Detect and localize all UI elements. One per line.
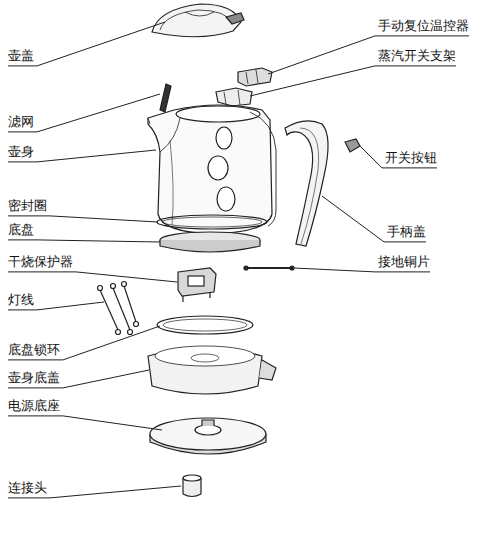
label-anchor: 密封圈 [8,198,47,215]
part-label: 干烧保护器 [8,254,73,271]
part-label: 底盘 [8,222,34,239]
label-anchor: 壶身底盖 [8,370,60,387]
part-label: 蒸汽开关支架 [378,48,456,65]
bottom-cover-part [148,346,276,394]
leader-line [322,196,426,242]
thermostat-part [238,68,272,86]
connector-part [183,475,201,497]
leader-line [8,370,149,388]
part-label: 接地铜片 [378,254,430,271]
part-label: 滤网 [8,114,34,131]
leader-line [250,66,456,96]
label-anchor: 壶盖 [8,48,34,65]
label-anchor: 灯线 [8,292,34,309]
label-anchor: 连接头 [8,480,47,497]
leader-line [8,94,160,132]
part-label: 底盘锁环 [8,342,60,359]
label-anchor: 底盘 [8,222,34,239]
lamp-wire-part [98,282,139,335]
leader-line [8,326,160,360]
leader-line [8,22,165,66]
base-plate-part [160,232,260,252]
switch-button-part [345,139,360,152]
leader-line [8,272,177,282]
label-anchor: 壶身 [8,144,34,161]
kettle-body-part [148,105,276,234]
label-anchor: 手动复位温控器 [378,18,469,35]
steam-bracket-part [216,88,252,106]
handle-cover-part [285,121,328,246]
lock-ring-part [157,316,253,334]
dry-burn-protector-part [178,268,216,302]
part-label: 壶身 [8,144,34,161]
part-label: 电源底座 [8,398,60,415]
part-label: 开关按钮 [385,150,437,167]
part-label: 灯线 [8,292,34,309]
part-label: 壶盖 [8,48,34,65]
label-anchor: 手柄盖 [387,224,426,241]
label-anchor: 干烧保护器 [8,254,73,271]
lid-part [152,4,244,37]
part-label: 壶身底盖 [8,370,60,387]
ground-strip-part [244,266,294,270]
leader-line [268,36,469,74]
leader-line [8,416,162,430]
filter-part [160,84,171,112]
leader-line [8,240,160,242]
part-label: 手柄盖 [387,224,426,241]
label-anchor: 底盘锁环 [8,342,60,359]
label-anchor: 蒸汽开关支架 [378,48,456,65]
power-base-part [150,418,266,454]
leader-line [8,216,158,222]
part-label: 手动复位温控器 [378,18,469,35]
label-anchor: 电源底座 [8,398,60,415]
sealing-ring-part [157,215,267,229]
part-label: 连接头 [8,480,47,497]
leader-line [360,146,437,168]
label-anchor: 滤网 [8,114,34,131]
label-anchor: 开关按钮 [385,150,437,167]
label-anchor: 接地铜片 [378,254,430,271]
part-label: 密封圈 [8,198,47,215]
